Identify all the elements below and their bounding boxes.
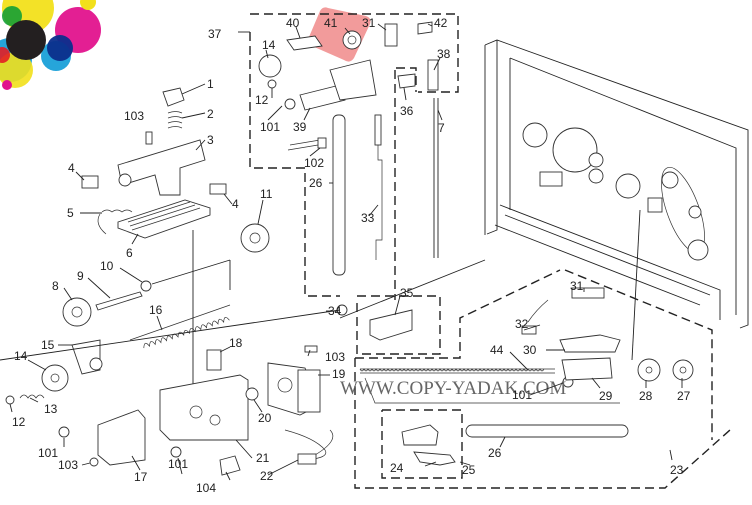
callout-1[interactable]: 1 [207, 77, 214, 91]
callout-17[interactable]: 17 [134, 470, 148, 484]
callout-3[interactable]: 3 [207, 133, 214, 147]
machine-frame [484, 39, 749, 361]
callout-16[interactable]: 16 [149, 303, 163, 317]
callout-2[interactable]: 2 [207, 107, 214, 121]
group-23-outline [354, 269, 731, 489]
callout-40[interactable]: 40 [286, 16, 300, 30]
callout-33[interactable]: 33 [361, 211, 375, 225]
callout-19[interactable]: 19 [332, 367, 346, 381]
callout-12-top[interactable]: 12 [255, 93, 269, 107]
callout-7[interactable]: 7 [438, 121, 445, 135]
callout-101-top[interactable]: 101 [260, 120, 280, 134]
group-37-outline [249, 13, 459, 300]
callout-31-top[interactable]: 31 [362, 16, 376, 30]
callout-104[interactable]: 104 [196, 481, 216, 495]
callout-103-bottom[interactable]: 103 [58, 458, 78, 472]
callout-9[interactable]: 9 [77, 269, 84, 283]
callout-8[interactable]: 8 [52, 279, 59, 293]
callout-30[interactable]: 30 [523, 343, 537, 357]
logo-icon [0, 0, 101, 90]
callout-24[interactable]: 24 [390, 461, 404, 475]
callout-4-left[interactable]: 4 [68, 161, 75, 175]
group-25-outline [381, 409, 463, 479]
callout-26-horizontal[interactable]: 26 [488, 446, 502, 460]
callout-labels: 37 40 41 31 42 14 38 12 101 39 36 7 102 … [12, 16, 691, 495]
callout-101-right[interactable]: 101 [512, 388, 532, 402]
upper-center-assembly [0, 21, 486, 361]
callout-6[interactable]: 6 [126, 246, 133, 260]
callout-23[interactable]: 23 [670, 463, 684, 477]
group-35-outline [356, 295, 441, 355]
callout-34[interactable]: 34 [328, 304, 342, 318]
watermark-text: WWW.COPY-YADAK.COM [340, 378, 566, 399]
callout-20[interactable]: 20 [258, 411, 272, 425]
callout-26-vertical[interactable]: 26 [309, 176, 323, 190]
callout-12-bottom[interactable]: 12 [12, 415, 26, 429]
group-36-outline [396, 67, 417, 92]
callout-103-mid[interactable]: 103 [325, 350, 345, 364]
callout-4-right[interactable]: 4 [232, 197, 239, 211]
callout-14-top[interactable]: 14 [262, 38, 276, 52]
callout-18[interactable]: 18 [229, 336, 243, 350]
callout-42[interactable]: 42 [434, 16, 448, 30]
callout-35[interactable]: 35 [400, 286, 414, 300]
callout-22[interactable]: 22 [260, 469, 274, 483]
callout-102[interactable]: 102 [304, 156, 324, 170]
callout-5[interactable]: 5 [67, 206, 74, 220]
callout-15[interactable]: 15 [41, 338, 55, 352]
callout-13[interactable]: 13 [44, 402, 58, 416]
callout-36[interactable]: 36 [400, 104, 414, 118]
left-assembly [5, 87, 574, 476]
callout-37[interactable]: 37 [208, 27, 222, 41]
callout-39[interactable]: 39 [293, 120, 307, 134]
callout-101-left[interactable]: 101 [38, 446, 58, 460]
lower-right-assembly [359, 287, 694, 466]
callout-25[interactable]: 25 [462, 463, 476, 477]
callout-11[interactable]: 11 [260, 187, 273, 201]
callout-101-center[interactable]: 101 [168, 457, 188, 471]
callout-29[interactable]: 29 [599, 389, 613, 403]
callout-21[interactable]: 21 [256, 451, 270, 465]
callout-103-top[interactable]: 103 [124, 109, 144, 123]
callout-10[interactable]: 10 [100, 259, 114, 273]
callout-31-bottom[interactable]: 31 [570, 279, 584, 293]
callout-27[interactable]: 27 [677, 389, 691, 403]
callout-41[interactable]: 41 [324, 16, 338, 30]
callout-32[interactable]: 32 [515, 317, 529, 331]
callout-28[interactable]: 28 [639, 389, 653, 403]
callout-44[interactable]: 44 [490, 343, 504, 357]
leader-lines [9, 23, 683, 481]
callout-14-bottom[interactable]: 14 [14, 349, 28, 363]
callout-38[interactable]: 38 [437, 47, 451, 61]
